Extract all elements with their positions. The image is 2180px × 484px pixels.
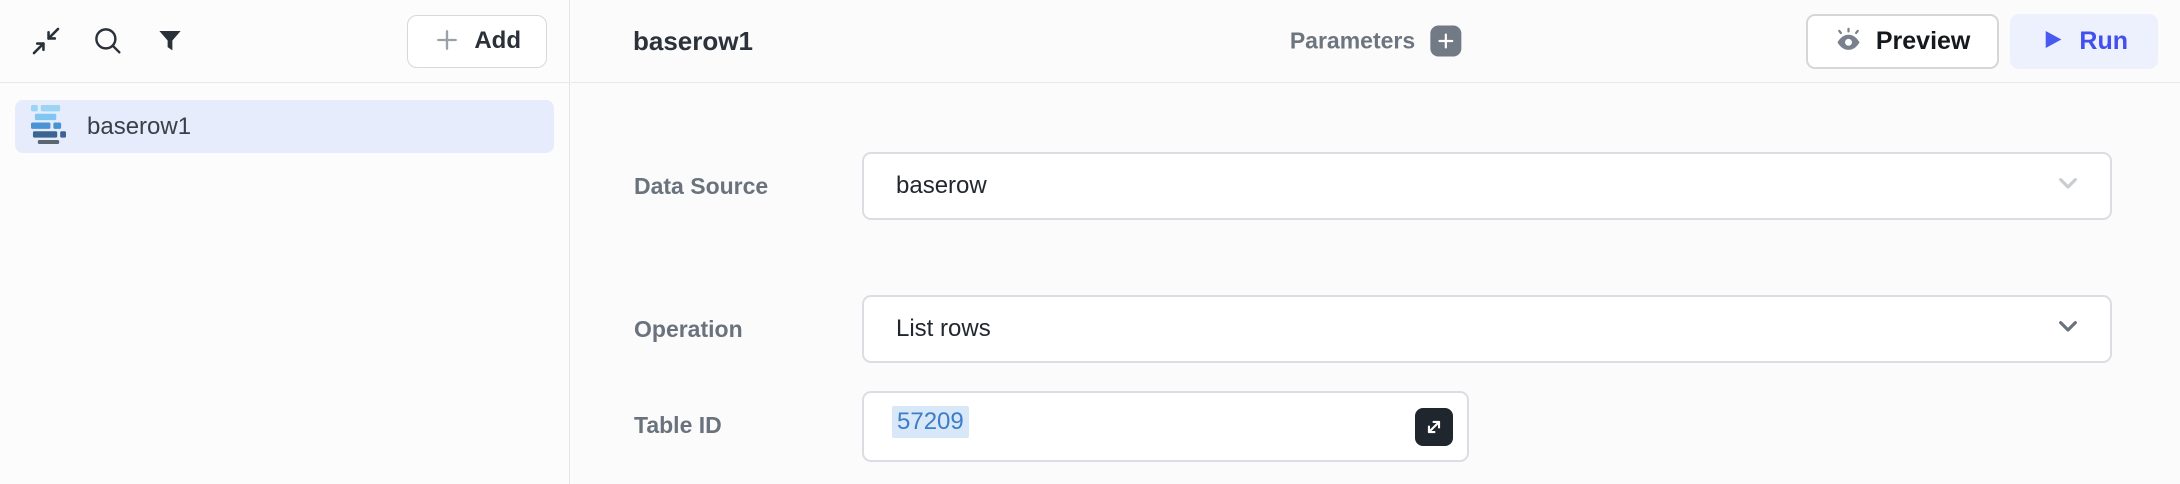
plus-icon: [433, 26, 461, 57]
parameters-group: Parameters: [1289, 25, 1462, 57]
query-sidebar: Add baserow1: [0, 0, 570, 484]
table-id-row: Table ID 57209: [634, 391, 2112, 462]
operation-value: List rows: [896, 315, 991, 342]
preview-button-label: Preview: [1875, 26, 1971, 55]
operation-label: Operation: [634, 315, 743, 342]
query-header: baserow1 Parameters: [571, 0, 2180, 83]
chevron-down-icon: [2052, 310, 2084, 349]
table-id-input[interactable]: 57209: [862, 391, 1469, 462]
query-title: baserow1: [633, 25, 753, 56]
query-list-item-baserow1[interactable]: baserow1: [15, 100, 554, 153]
table-id-label: Table ID: [634, 412, 722, 438]
collapse-panel-icon[interactable]: [24, 19, 68, 63]
query-main-panel: baserow1 Parameters: [571, 0, 2180, 484]
data-source-label: Data Source: [634, 172, 769, 199]
parameters-label: Parameters: [1289, 27, 1416, 54]
operation-row: Operation List rows: [634, 295, 2112, 363]
table-id-value: 57209: [892, 406, 969, 438]
filter-icon[interactable]: [148, 19, 192, 63]
plus-icon: [1438, 33, 1454, 49]
query-item-label: baserow1: [87, 112, 192, 140]
header-actions: Preview Run: [1805, 13, 2158, 69]
search-icon[interactable]: [86, 19, 130, 63]
play-icon: [2040, 27, 2065, 55]
run-button[interactable]: Run: [2010, 13, 2158, 69]
data-source-select[interactable]: baserow: [862, 152, 2112, 220]
add-query-button[interactable]: Add: [407, 14, 547, 68]
baserow-logo-icon: [31, 104, 66, 149]
preview-button[interactable]: Preview: [1805, 13, 2000, 69]
expand-editor-button[interactable]: [1415, 407, 1453, 446]
add-button-label: Add: [474, 27, 521, 54]
add-parameter-button[interactable]: [1430, 25, 1462, 57]
operation-select[interactable]: List rows: [862, 295, 2112, 363]
data-source-value: baserow: [896, 172, 987, 199]
data-source-row: Data Source baserow: [634, 152, 2112, 220]
run-button-label: Run: [2079, 26, 2128, 55]
query-list: baserow1: [0, 83, 569, 170]
sidebar-toolbar: Add: [0, 0, 569, 83]
expand-diagonal-icon: [1427, 420, 1441, 433]
eye-preview-icon: [1835, 26, 1862, 56]
chevron-down-icon: [2052, 167, 2084, 206]
